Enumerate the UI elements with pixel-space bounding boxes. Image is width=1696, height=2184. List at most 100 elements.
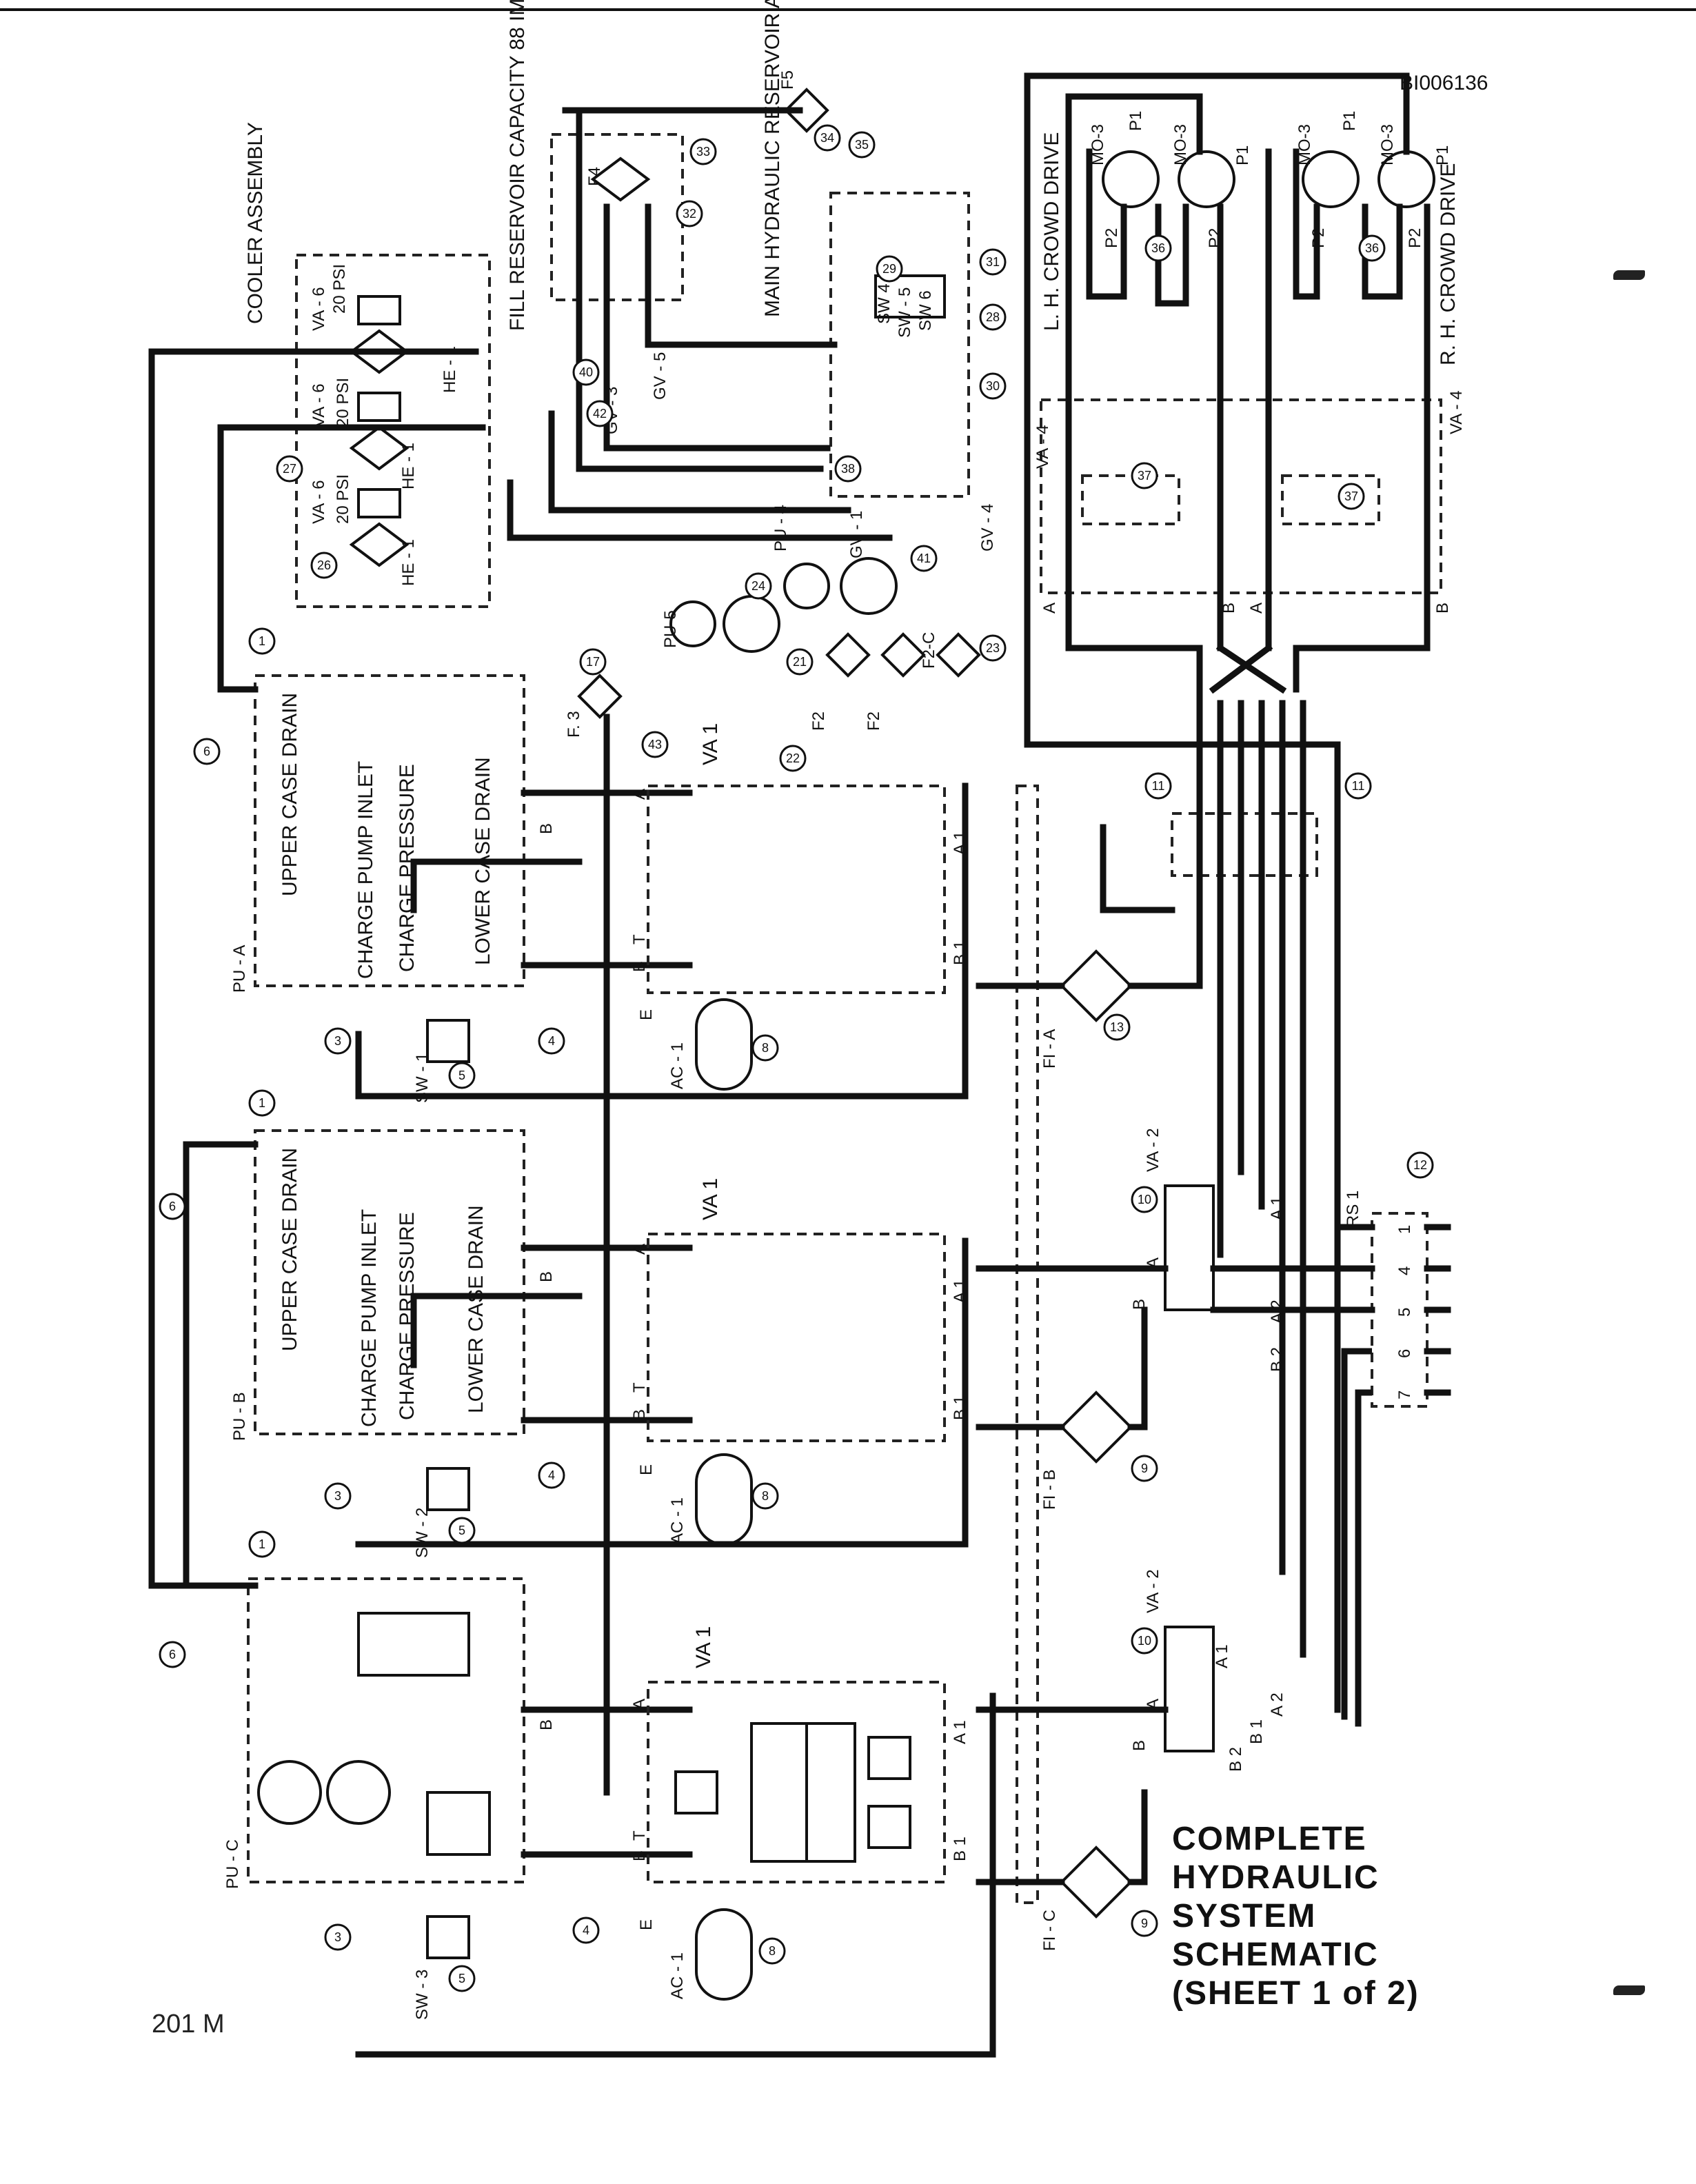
svg-text:F2-C: F2-C — [920, 632, 938, 669]
svg-text:1: 1 — [259, 1096, 265, 1110]
reservoir-elements: F4 F5 GV - 3 GV - 5 SW 4 SW - 5 SW 6 GV … — [585, 70, 997, 558]
svg-text:B: B — [1220, 603, 1238, 614]
svg-text:VA - 6: VA - 6 — [310, 287, 328, 331]
svg-text:B 1: B 1 — [951, 1837, 969, 1861]
svg-text:20 PSI: 20 PSI — [334, 378, 352, 427]
svg-text:PU - A: PU - A — [230, 945, 249, 993]
svg-text:B: B — [1130, 1299, 1149, 1310]
svg-text:37: 37 — [1344, 489, 1358, 503]
svg-text:MO-3: MO-3 — [1378, 124, 1397, 165]
svg-text:4: 4 — [1395, 1266, 1414, 1275]
svg-text:T: T — [630, 1382, 649, 1393]
svg-text:A 1: A 1 — [1268, 1196, 1286, 1220]
svg-text:40: 40 — [579, 365, 593, 379]
svg-text:33: 33 — [696, 145, 710, 159]
svg-text:SW - 5: SW - 5 — [896, 287, 914, 338]
va1-c-internals — [674, 1722, 911, 1863]
svg-text:5: 5 — [458, 1069, 465, 1082]
svg-text:VA - 4: VA - 4 — [1033, 425, 1052, 469]
svg-text:B 2: B 2 — [1268, 1347, 1286, 1372]
pu-b-box — [254, 1129, 525, 1435]
pu-a-box — [254, 674, 525, 987]
svg-text:B 1: B 1 — [951, 940, 969, 965]
svg-text:E: E — [637, 1464, 656, 1475]
pu-c-box — [247, 1577, 525, 1883]
svg-text:20 PSI: 20 PSI — [334, 474, 352, 524]
svg-text:P1: P1 — [1340, 111, 1359, 131]
svg-text:AC - 1: AC - 1 — [668, 1952, 687, 1999]
svg-text:26: 26 — [317, 558, 331, 572]
drawing-id: BI006136 — [1400, 72, 1488, 94]
svg-text:UPPER CASE DRAIN: UPPER CASE DRAIN — [279, 1148, 301, 1351]
title-line-3: SYSTEM — [1172, 1898, 1317, 1934]
svg-text:24: 24 — [751, 579, 765, 593]
title-line-1: COMPLETE — [1172, 1821, 1367, 1857]
filter-bank: F2 F2 F2-C F. 3 — [565, 632, 981, 738]
svg-text:A: A — [630, 1699, 649, 1710]
svg-text:B: B — [630, 961, 649, 972]
svg-text:A 1: A 1 — [1213, 1644, 1231, 1668]
rh-crowd-drive-label: R. H. CROWD DRIVE — [1437, 163, 1460, 365]
svg-text:21: 21 — [793, 655, 807, 669]
svg-text:E: E — [637, 1919, 656, 1930]
svg-text:PU - B: PU - B — [230, 1392, 249, 1441]
svg-text:3: 3 — [334, 1034, 341, 1048]
svg-text:10: 10 — [1138, 1193, 1151, 1206]
svg-text:31: 31 — [986, 255, 1000, 269]
main-reservoir-label: MAIN HYDRAULIC RESERVOIR ASSY CAPACITY 1… — [761, 0, 784, 317]
svg-text:6: 6 — [169, 1200, 176, 1213]
svg-text:B: B — [630, 1409, 649, 1420]
svg-text:HE - 1: HE - 1 — [399, 443, 418, 489]
svg-text:A 1: A 1 — [951, 1279, 969, 1303]
svg-text:F4: F4 — [585, 167, 604, 186]
svg-text:A 1: A 1 — [951, 1720, 969, 1744]
svg-text:VA - 6: VA - 6 — [310, 480, 328, 524]
svg-text:P2: P2 — [1102, 228, 1121, 248]
svg-text:43: 43 — [648, 738, 662, 751]
distribution-lines — [1024, 534, 1341, 1713]
svg-text:GV - 1: GV - 1 — [847, 511, 866, 558]
svg-text:8: 8 — [762, 1489, 769, 1503]
svg-text:7: 7 — [1395, 1391, 1414, 1399]
fill-reservoir-box — [550, 133, 684, 301]
svg-text:4: 4 — [548, 1468, 555, 1482]
svg-text:A: A — [1247, 603, 1266, 614]
va1-labels: VA 1 VA 1 VA 1 A A A B B B T T T B B B A… — [537, 723, 969, 1930]
left-main-piping — [148, 348, 996, 2058]
svg-text:PU-5: PU-5 — [661, 610, 680, 648]
svg-text:41: 41 — [917, 552, 931, 565]
svg-text:SW 4: SW 4 — [875, 283, 894, 324]
lh-crowd-drive-label: L. H. CROWD DRIVE — [1040, 132, 1063, 331]
svg-text:SW - 2: SW - 2 — [413, 1508, 432, 1558]
svg-text:GV - 5: GV - 5 — [651, 352, 669, 400]
cooler-assembly-box — [295, 254, 491, 608]
va4-elements: VA - 4 VA - 4 A B A B — [1033, 390, 1466, 614]
svg-text:4: 4 — [548, 1034, 555, 1048]
svg-text:VA - 6: VA - 6 — [310, 383, 328, 427]
svg-text:F. 3: F. 3 — [565, 711, 583, 738]
svg-text:F5: F5 — [778, 70, 797, 90]
fill-reservoir-label: FILL RESERVOIR CAPACITY 88 IMP. GAL. — [506, 0, 529, 331]
pu-a-labels: UPPER CASE DRAIN CHARGE PUMP INLET CHARG… — [230, 693, 494, 1103]
svg-text:1: 1 — [259, 1537, 265, 1551]
crowd-drive-motors: MO-3 MO-3 MO-3 MO-3 P1 P1 P1 P1 P2 P2 P2… — [1089, 111, 1452, 248]
svg-text:F2: F2 — [809, 711, 828, 731]
svg-text:9: 9 — [1141, 1917, 1148, 1930]
svg-text:29: 29 — [882, 262, 896, 276]
svg-text:B: B — [1433, 603, 1452, 614]
cooler-elements — [349, 295, 410, 567]
filters-fi: FI - A FI - B FI - C — [976, 913, 1203, 1951]
title-line-5: (SHEET 1 of 2) — [1172, 1975, 1420, 2012]
svg-text:COOLER ASSEMBLY: COOLER ASSEMBLY — [244, 122, 267, 324]
pu-c-elements: PU - C SW - 3 — [223, 1612, 491, 2020]
rs1-elements: RS 1 1 4 5 6 7 — [1210, 1191, 1451, 1727]
svg-text:SW 6: SW 6 — [916, 290, 935, 331]
svg-text:VA - 2: VA - 2 — [1144, 1128, 1162, 1172]
svg-text:A: A — [1040, 603, 1059, 614]
svg-text:22: 22 — [786, 751, 800, 765]
svg-text:3: 3 — [334, 1489, 341, 1503]
svg-text:6: 6 — [1395, 1349, 1414, 1358]
svg-text:23: 23 — [986, 641, 1000, 655]
svg-text:T: T — [630, 1830, 649, 1841]
svg-text:13: 13 — [1110, 1020, 1124, 1034]
